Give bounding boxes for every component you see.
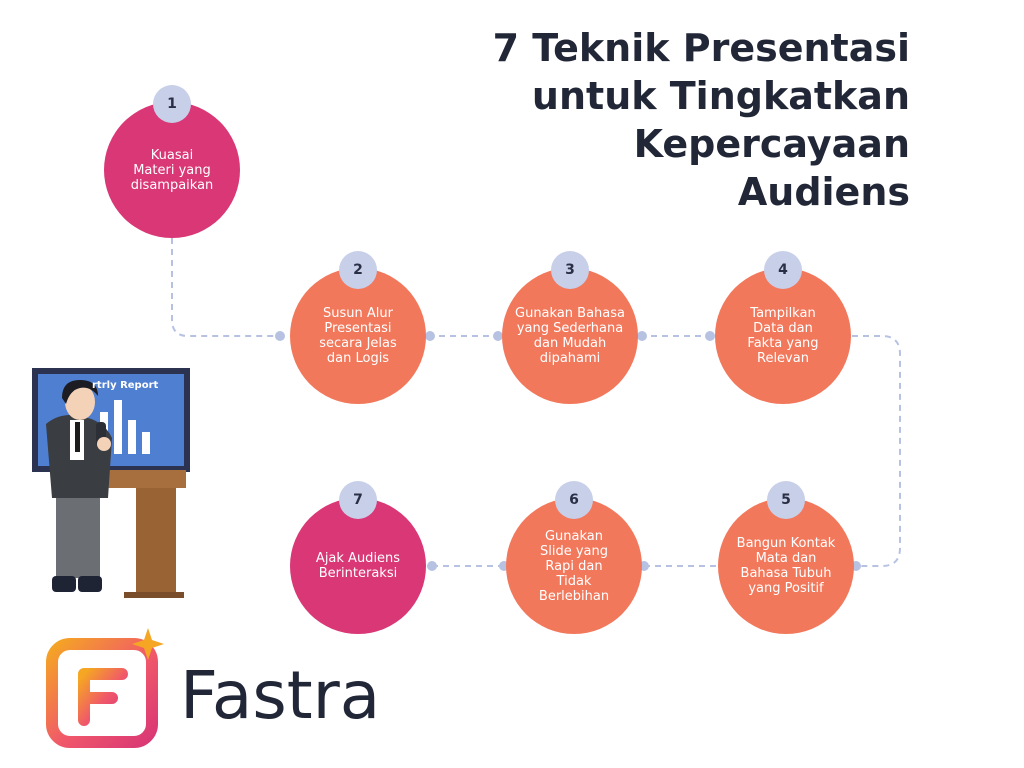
connector-1-2 xyxy=(171,238,280,337)
connector-4-5 xyxy=(852,335,901,567)
podium-base xyxy=(124,592,184,598)
title-line-3: Kepercayaan xyxy=(633,122,910,166)
connector-dot xyxy=(425,331,435,341)
step-label-line: Rapi dan xyxy=(545,558,603,574)
brand-name: Fastra xyxy=(180,657,381,734)
step-label-line: dan Logis xyxy=(326,351,390,366)
screen-bar xyxy=(128,420,136,454)
step-label-line: Berlebihan xyxy=(538,588,610,604)
podium-stand xyxy=(136,488,176,596)
title-line-1: 7 Teknik Presentasi xyxy=(492,26,910,70)
step-5-number-badge: 5 xyxy=(767,481,805,519)
step-label-line: secara Jelas xyxy=(319,336,397,351)
person-hand xyxy=(97,437,111,451)
step-label-line: dan Mudah xyxy=(533,336,607,351)
screen-bar xyxy=(114,400,122,454)
step-label-line: Bahasa Tubuh xyxy=(740,566,832,581)
step-label-line: Gunakan Bahasa xyxy=(515,306,625,321)
page-title: 7 Teknik Presentasi untuk Tingkatkan Kep… xyxy=(350,24,910,216)
person-shoe xyxy=(78,576,102,592)
step-label-line: Ajak Audiens xyxy=(315,551,401,566)
person-legs xyxy=(56,494,100,578)
person-tie xyxy=(75,422,80,452)
step-3-number-badge: 3 xyxy=(551,251,589,289)
step-label-line: Kuasai xyxy=(150,147,194,163)
step-label-line: disampaikan xyxy=(130,177,214,193)
step-label-line: Berinteraksi xyxy=(318,566,398,581)
step-label-line: Data dan xyxy=(753,321,813,336)
sparkle-icon xyxy=(132,628,164,660)
person-shoe xyxy=(52,576,76,592)
step-7-number-badge: 7 xyxy=(339,481,377,519)
title-line-4: Audiens xyxy=(737,170,910,214)
step-label-line: Mata dan xyxy=(755,551,817,566)
step-label-line: Tampilkan xyxy=(750,306,816,321)
step-label-line: Presentasi xyxy=(324,321,392,336)
title-line-2: untuk Tingkatkan xyxy=(531,74,910,118)
step-label-line: Relevan xyxy=(757,351,809,366)
step-2-number-badge: 2 xyxy=(339,251,377,289)
connector-dot xyxy=(427,561,437,571)
step-label-line: yang Sederhana xyxy=(516,321,624,336)
step-label-line: Gunakan xyxy=(544,528,604,544)
connector-dot xyxy=(637,331,647,341)
step-label-line: dipahami xyxy=(539,351,601,366)
step-label-line: Slide yang xyxy=(539,543,608,559)
step-label-line: Tidak xyxy=(556,573,592,589)
connector-dot xyxy=(493,331,503,341)
step-label-line: Bangun Kontak xyxy=(736,536,836,551)
connector-dot xyxy=(275,331,285,341)
step-label-line: Fakta yang xyxy=(747,336,819,351)
step-1-number-badge: 1 xyxy=(153,85,191,123)
screen-report-text: rtrly Report xyxy=(92,380,159,391)
step-6-number-badge: 6 xyxy=(555,481,593,519)
step-label-line: Susun Alur xyxy=(323,306,393,321)
person-face xyxy=(65,384,95,420)
screen-bar xyxy=(142,432,150,454)
podium-top xyxy=(100,470,186,488)
step-label-line: yang Positif xyxy=(748,581,824,596)
connector-dot xyxy=(705,331,715,341)
person-hair xyxy=(62,380,98,404)
step-label-line: Materi yang xyxy=(133,162,211,178)
step-4-number-badge: 4 xyxy=(764,251,802,289)
